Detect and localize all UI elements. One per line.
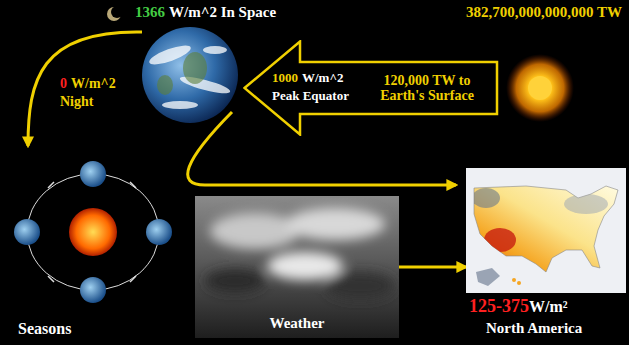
- annotation-text: 0: [60, 76, 67, 91]
- label-line: 1000 W/m^2: [272, 70, 344, 86]
- annotation-text: Peak Equator: [272, 88, 349, 103]
- caption-text: Seasons: [18, 320, 71, 338]
- us-map: [466, 168, 626, 293]
- annotation-text: 1366: [135, 4, 165, 20]
- label-line: 1366W/m^2 In Space: [135, 4, 276, 21]
- unit-text: W/m²: [529, 298, 568, 315]
- label-line: 0 W/m^2: [60, 76, 116, 92]
- seasons-orbit: [8, 150, 180, 342]
- annotation-text: W/m^2: [302, 70, 344, 85]
- seasons-node: Seasons: [8, 150, 180, 342]
- annotation-text: 382,700,000,000,000 TW: [466, 4, 622, 20]
- arrow-text-box: 120,000 TW to Earth's Surface: [362, 64, 492, 112]
- region-text: North America: [486, 320, 582, 337]
- map-node: 125-375W/m² North America: [466, 168, 626, 342]
- label-line: Night: [60, 94, 93, 110]
- annotation-text: Night: [60, 94, 93, 109]
- label-line: Peak Equator: [272, 88, 349, 104]
- caption-text: Weather: [195, 315, 399, 332]
- connector: [399, 266, 466, 269]
- insolation-map: [466, 168, 626, 293]
- annotation-text: 1000: [272, 70, 298, 85]
- annotation-text: W/m^2 In Space: [169, 4, 276, 20]
- label-line: 382,700,000,000,000 TW: [382, 4, 622, 21]
- value-text: 125-375: [469, 296, 529, 316]
- value-line: 125-375W/m²: [469, 296, 568, 317]
- weather-node: Weather: [195, 196, 399, 338]
- energy-label: 120,000 TW to Earth's Surface: [362, 73, 492, 104]
- annotation-text: W/m^2: [71, 76, 116, 91]
